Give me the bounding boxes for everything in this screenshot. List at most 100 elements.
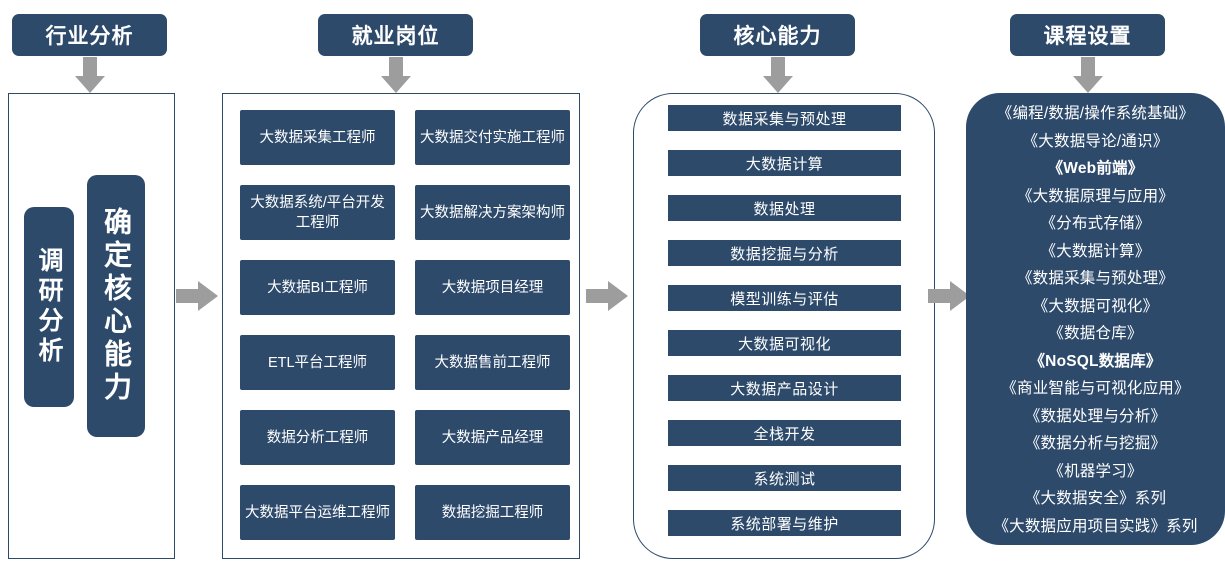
job-box[interactable]: 大数据采集工程师 [240, 110, 395, 165]
ability-label: 全栈开发 [753, 425, 816, 443]
course-item[interactable]: 《大数据导论/通识》 [966, 128, 1225, 156]
course-item[interactable]: 《机器学习》 [966, 458, 1225, 486]
down-arrow-icon [763, 57, 793, 93]
ability-label: 系统测试 [753, 470, 816, 488]
stage-header-label: 就业岗位 [351, 25, 440, 48]
ability-box[interactable]: 模型训练与评估 [668, 285, 901, 311]
industry-box-research[interactable]: 调研分析 [24, 207, 74, 407]
course-item[interactable]: 《数据采集与预处理》 [966, 265, 1225, 293]
job-box[interactable]: 大数据项目经理 [415, 260, 570, 315]
arrow-head [1073, 76, 1103, 93]
course-label: 《编程/数据/操作系统基础》 [996, 105, 1195, 122]
job-box[interactable]: ETL平台工程师 [240, 335, 395, 390]
course-label: 《分布式存储》 [1040, 215, 1151, 232]
ability-label: 系统部署与维护 [730, 515, 839, 533]
job-box[interactable]: 数据挖掘工程师 [415, 485, 570, 540]
course-item[interactable]: 《NoSQL数据库》 [966, 348, 1225, 376]
ability-box[interactable]: 大数据计算 [668, 150, 901, 176]
course-item[interactable]: 《商业智能与可视化应用》 [966, 375, 1225, 403]
ability-box[interactable]: 大数据可视化 [668, 330, 901, 356]
stage-header-industry-analysis[interactable]: 行业分析 [12, 14, 167, 56]
course-item[interactable]: 《编程/数据/操作系统基础》 [966, 100, 1225, 128]
ability-label: 大数据产品设计 [730, 380, 839, 398]
course-label: 《大数据安全》系列 [1024, 490, 1167, 507]
course-item[interactable]: 《大数据安全》系列 [966, 485, 1225, 513]
industry-box-label: 调研分析 [35, 247, 63, 367]
stage-header-jobs[interactable]: 就业岗位 [318, 14, 473, 56]
industry-box-core-ability[interactable]: 确定核心能力 [87, 175, 145, 437]
abilities-list: 数据采集与预处理 大数据计算 数据处理 数据挖掘与分析 模型训练与评估 大数据可… [668, 105, 901, 555]
arrow-shaft [176, 289, 200, 303]
arrow-shaft [928, 289, 952, 303]
ability-box[interactable]: 全栈开发 [668, 420, 901, 446]
course-item[interactable]: 《大数据原理与应用》 [966, 183, 1225, 211]
down-arrow-icon [1073, 57, 1103, 93]
course-label: 《Web前端》 [1047, 160, 1144, 177]
stage-header-label: 核心能力 [733, 25, 822, 48]
ability-label: 数据处理 [753, 200, 816, 218]
course-item[interactable]: 《数据处理与分析》 [966, 403, 1225, 431]
job-box[interactable]: 大数据售前工程师 [415, 335, 570, 390]
ability-label: 大数据可视化 [737, 335, 831, 353]
job-box[interactable]: 大数据平台运维工程师 [240, 485, 395, 540]
stage-header-courses[interactable]: 课程设置 [1010, 14, 1165, 56]
arrow-head [381, 76, 411, 93]
ability-box[interactable]: 系统测试 [668, 465, 901, 491]
right-arrow-icon [176, 281, 218, 311]
ability-label: 模型训练与评估 [730, 290, 839, 308]
arrow-shaft [586, 289, 610, 303]
course-item[interactable]: 《Web前端》 [966, 155, 1225, 183]
course-item[interactable]: 《大数据计算》 [966, 238, 1225, 266]
courses-list: 《编程/数据/操作系统基础》 《大数据导论/通识》 《Web前端》 《大数据原理… [966, 100, 1225, 540]
jobs-grid: 大数据采集工程师 大数据交付实施工程师 大数据系统/平台开发工程师 大数据解决方… [240, 110, 570, 540]
ability-box[interactable]: 数据处理 [668, 195, 901, 221]
job-box[interactable]: 大数据产品经理 [415, 410, 570, 465]
job-box[interactable]: 大数据系统/平台开发工程师 [240, 185, 395, 240]
course-label: 《数据处理与分析》 [1024, 407, 1167, 425]
stage-header-label: 行业分析 [45, 25, 134, 48]
job-box[interactable]: 数据分析工程师 [240, 410, 395, 465]
arrow-shaft [389, 57, 403, 77]
job-box[interactable]: 大数据交付实施工程师 [415, 110, 570, 165]
course-item[interactable]: 《数据分析与挖掘》 [966, 430, 1225, 458]
course-item[interactable]: 《数据仓库》 [966, 320, 1225, 348]
course-label: 《数据分析与挖掘》 [1024, 435, 1167, 452]
industry-box-label: 确定核心能力 [101, 207, 132, 405]
ability-box[interactable]: 大数据产品设计 [668, 375, 901, 401]
arrow-shaft [83, 57, 97, 77]
course-label: 《大数据原理与应用》 [1016, 187, 1174, 205]
jobs-panel [222, 93, 580, 559]
job-box[interactable]: 大数据BI工程师 [240, 260, 395, 315]
job-label: 大数据售前工程师 [434, 354, 551, 371]
right-arrow-icon [928, 281, 970, 311]
course-item[interactable]: 《大数据应用项目实践》系列 [966, 513, 1225, 541]
job-label: 大数据解决方案架构师 [420, 204, 565, 221]
job-label: 大数据平台运维工程师 [245, 504, 390, 521]
course-label: 《NoSQL数据库》 [1029, 352, 1162, 370]
job-label: 大数据系统/平台开发工程师 [250, 194, 385, 231]
arrow-head [75, 76, 105, 93]
arrow-head [763, 76, 793, 93]
arrow-head [608, 281, 628, 311]
down-arrow-icon [381, 57, 411, 93]
course-label: 《数据采集与预处理》 [1016, 270, 1174, 287]
course-item[interactable]: 《分布式存储》 [966, 210, 1225, 238]
job-label: 大数据BI工程师 [267, 279, 368, 296]
ability-box[interactable]: 系统部署与维护 [668, 510, 901, 536]
course-label: 《大数据计算》 [1040, 242, 1151, 260]
arrow-head [198, 281, 218, 311]
ability-box[interactable]: 数据挖掘与分析 [668, 240, 901, 266]
job-label: 数据挖掘工程师 [441, 504, 544, 521]
down-arrow-icon [75, 57, 105, 93]
arrow-shaft [771, 57, 785, 77]
job-label: 大数据交付实施工程师 [420, 129, 565, 146]
right-arrow-icon [586, 281, 628, 311]
job-label: 大数据采集工程师 [259, 129, 376, 146]
job-box[interactable]: 大数据解决方案架构师 [415, 185, 570, 240]
arrow-head [950, 281, 970, 311]
course-item[interactable]: 《大数据可视化》 [966, 293, 1225, 321]
stage-header-abilities[interactable]: 核心能力 [700, 14, 855, 56]
ability-box[interactable]: 数据采集与预处理 [668, 105, 901, 131]
ability-label: 数据采集与预处理 [722, 110, 847, 128]
